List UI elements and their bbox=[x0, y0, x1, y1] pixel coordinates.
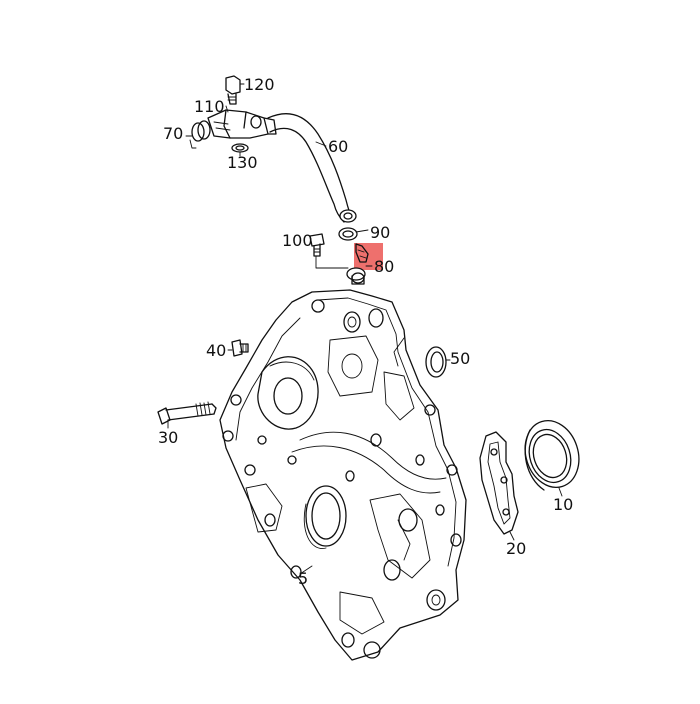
label-5[interactable]: 5 bbox=[298, 569, 308, 588]
part-70-clamp[interactable] bbox=[185, 120, 211, 149]
label-40[interactable]: 40 bbox=[206, 341, 226, 360]
part-110-connector[interactable] bbox=[207, 105, 277, 139]
part-20-gasket[interactable] bbox=[479, 431, 519, 541]
label-90[interactable]: 90 bbox=[370, 223, 390, 242]
part-10-crankshaft-seal[interactable] bbox=[517, 414, 587, 497]
label-80[interactable]: 80 bbox=[374, 257, 394, 276]
part-60-hose[interactable] bbox=[267, 113, 357, 223]
label-120[interactable]: 120 bbox=[244, 75, 275, 94]
part-5-timing-cover[interactable] bbox=[219, 289, 467, 661]
part-80-fitting[interactable] bbox=[346, 243, 373, 285]
part-50-seal-ring[interactable] bbox=[425, 346, 451, 378]
label-30[interactable]: 30 bbox=[158, 428, 178, 447]
label-110[interactable]: 110 bbox=[194, 97, 225, 116]
label-60[interactable]: 60 bbox=[328, 137, 348, 156]
label-70[interactable]: 70 bbox=[163, 124, 183, 143]
label-20[interactable]: 20 bbox=[506, 539, 526, 558]
part-80-highlight[interactable] bbox=[354, 243, 383, 270]
label-50[interactable]: 50 bbox=[450, 349, 470, 368]
part-130-washer[interactable] bbox=[231, 143, 249, 157]
part-30-bolt[interactable] bbox=[157, 401, 217, 429]
part-100-bolt[interactable] bbox=[309, 233, 349, 269]
label-100[interactable]: 100 bbox=[282, 231, 313, 250]
label-130[interactable]: 130 bbox=[227, 153, 258, 172]
part-40-bolt[interactable] bbox=[227, 339, 249, 357]
part-120-bolt[interactable] bbox=[225, 75, 245, 105]
label-10[interactable]: 10 bbox=[553, 495, 573, 514]
part-90-seal[interactable] bbox=[338, 227, 369, 241]
